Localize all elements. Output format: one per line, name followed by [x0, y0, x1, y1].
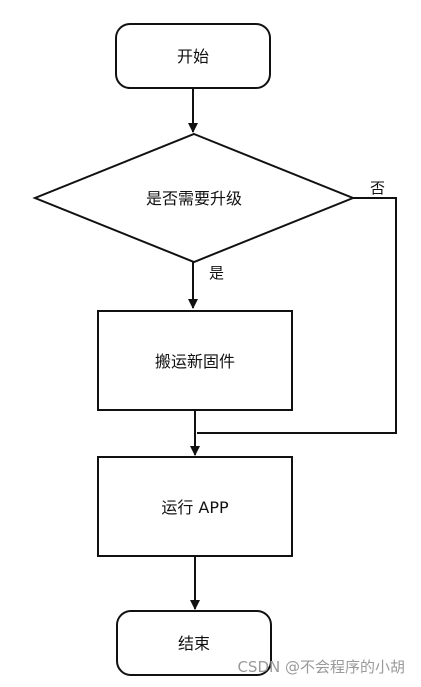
watermark: CSDN @不会程序的小胡 [237, 658, 405, 676]
no-branch-label: 否 [370, 179, 385, 197]
decision-node-label: 是否需要升级 [146, 189, 242, 208]
start-node-label: 开始 [177, 47, 209, 66]
move-firmware-node [97, 310, 293, 411]
no-branch-line [197, 197, 397, 434]
run-app-node-label: 运行 APP [161, 498, 229, 517]
move-firmware-node-label: 搬运新固件 [155, 352, 235, 371]
yes-branch-label: 是 [209, 264, 224, 282]
end-node [116, 610, 272, 676]
run-app-node [97, 456, 293, 557]
end-node-label: 结束 [178, 634, 210, 653]
